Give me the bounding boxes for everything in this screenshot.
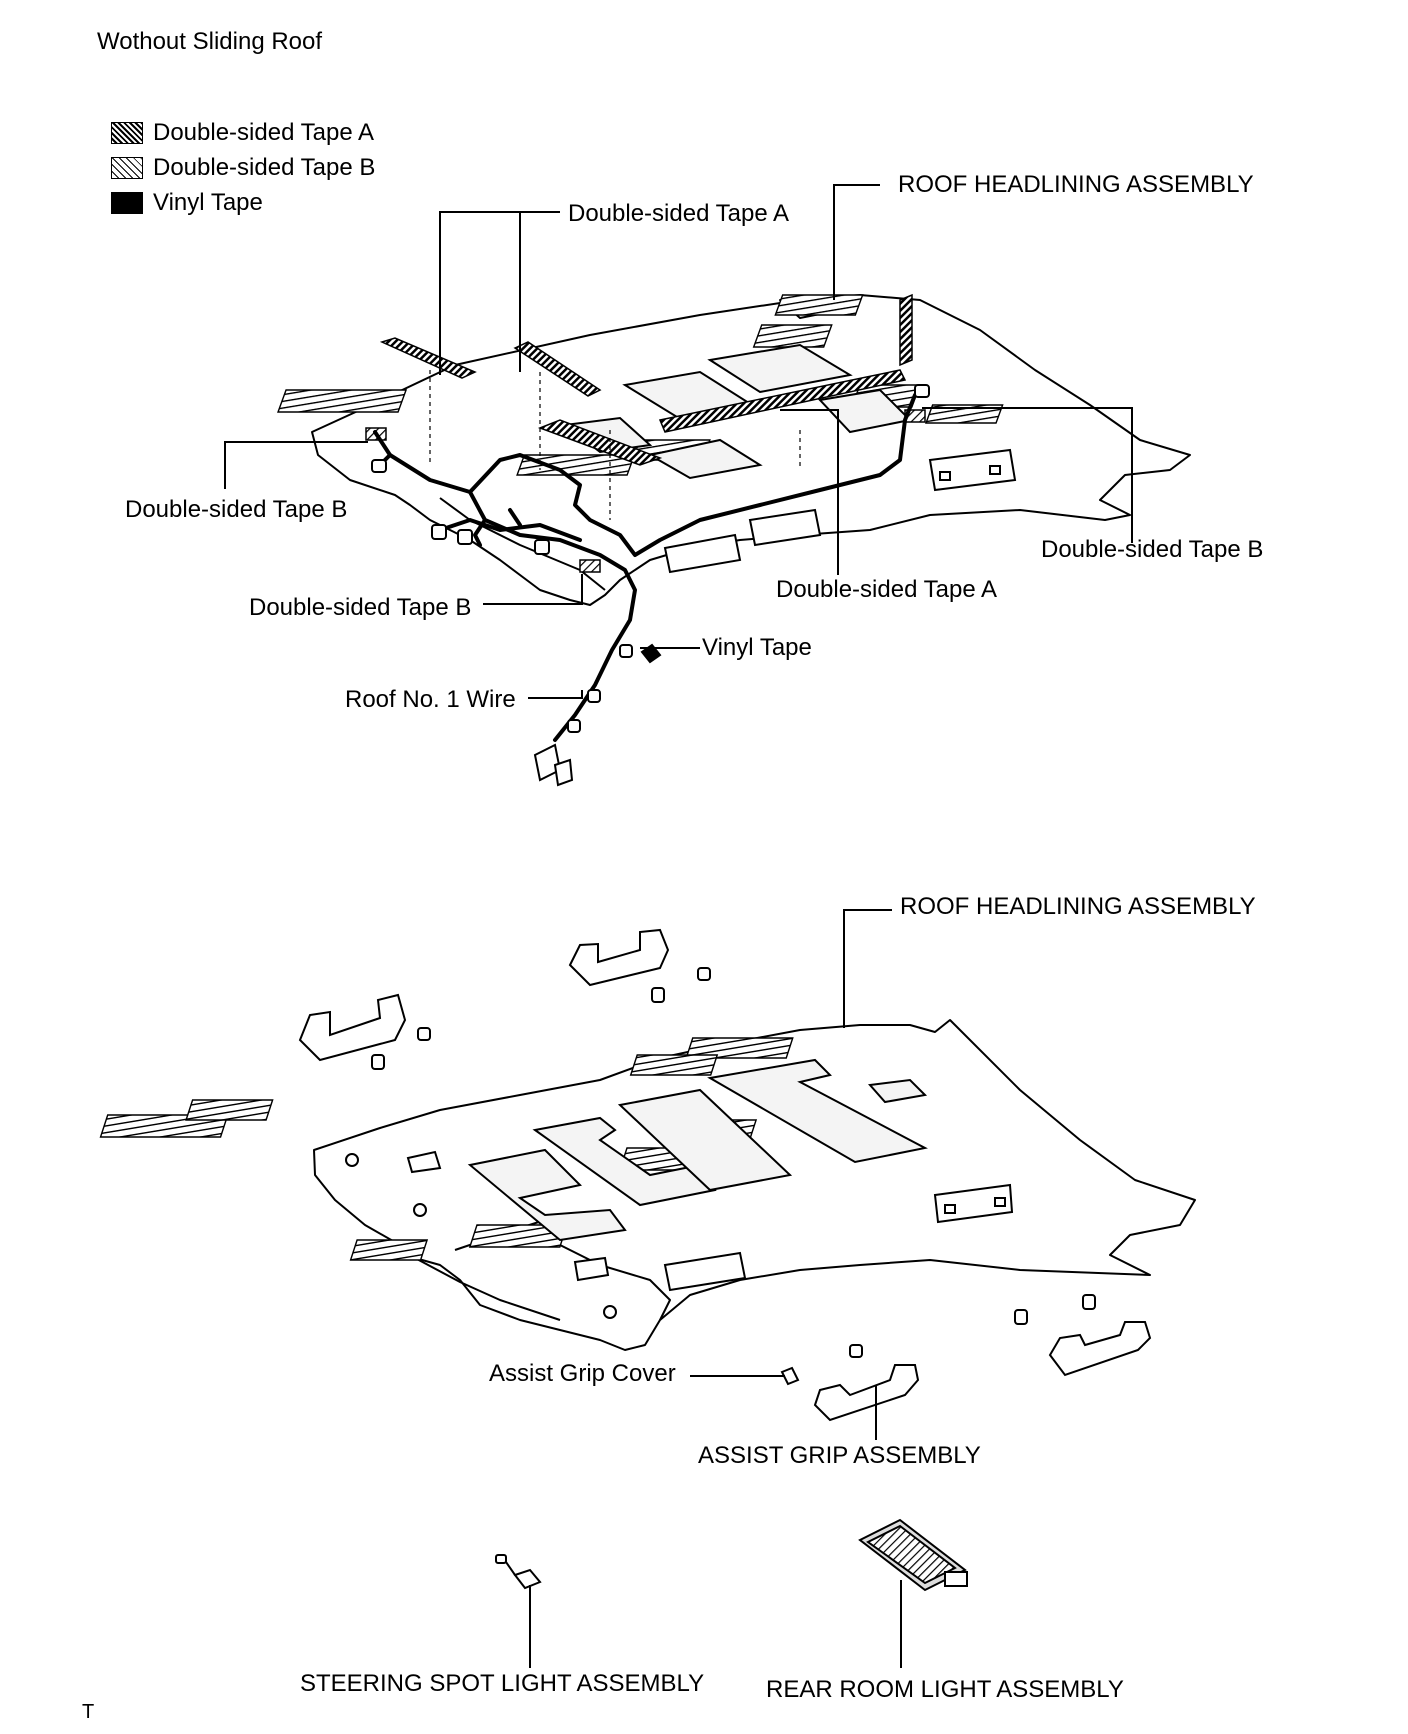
top-sound-pads (562, 343, 913, 480)
tape-a-swatch-icon (111, 122, 143, 144)
label-vinyl-tape: Vinyl Tape (702, 634, 812, 661)
top-leader-lines (224, 184, 1133, 699)
label-tape-b-lower: Double-sided Tape B (249, 594, 472, 621)
assist-grip-lower-right (1014, 1294, 1152, 1377)
legend-label: Double-sided Tape A (153, 119, 375, 146)
label-roof-headlining-bottom: ROOF HEADLINING ASSEMBLY (900, 893, 1256, 920)
label-tape-a-bottom: Double-sided Tape A (776, 576, 998, 603)
top-wire-connectors (371, 384, 930, 787)
bottom-trim-pads (345, 1150, 1014, 1319)
top-tape-a-strips (379, 293, 913, 466)
tape-b-swatch-icon (111, 157, 143, 179)
top-alignment-lines (429, 370, 801, 520)
bottom-headlining-panel (313, 1019, 1196, 1351)
rear-room-light-part (858, 1518, 968, 1592)
assist-grip-upper-left (298, 993, 431, 1070)
label-roof-no-1-wire: Roof No. 1 Wire (345, 686, 516, 713)
footer-mark: T (82, 1701, 95, 1723)
assist-grip-lower-middle (780, 1344, 920, 1422)
label-assist-grip-assembly: ASSIST GRIP ASSEMBLY (698, 1442, 981, 1469)
bottom-leader-lines (529, 909, 902, 1668)
assist-grip-upper-middle (568, 928, 711, 1003)
legend-label: Double-sided Tape B (153, 154, 376, 181)
legend-item-tape-b: Double-sided Tape B (111, 154, 375, 182)
label-steering-spot-light: STEERING SPOT LIGHT ASSEMBLY (300, 1670, 705, 1697)
roof-no-1-wire-harness (373, 393, 917, 742)
label-tape-b-right: Double-sided Tape B (1041, 536, 1264, 563)
label-assist-grip-cover: Assist Grip Cover (489, 1360, 676, 1387)
legend-item-tape-a: Double-sided Tape A (111, 119, 374, 147)
label-rear-room-light: REAR ROOM LIGHT ASSEMBLY (766, 1676, 1124, 1703)
variant-title: Wothout Sliding Roof (97, 28, 323, 55)
steering-spot-light-part (495, 1554, 542, 1590)
top-trim-pads (663, 448, 1017, 574)
vinyl-tape-swatch-icon (111, 192, 143, 214)
label-roof-headlining-top: ROOF HEADLINING ASSEMBLY (898, 171, 1254, 198)
legend-item-vinyl-tape: Vinyl Tape (111, 189, 263, 217)
bottom-sound-pads (467, 1058, 928, 1242)
legend-label: Vinyl Tape (153, 189, 263, 216)
label-tape-a-top: Double-sided Tape A (568, 200, 790, 227)
label-tape-b-left: Double-sided Tape B (125, 496, 348, 523)
